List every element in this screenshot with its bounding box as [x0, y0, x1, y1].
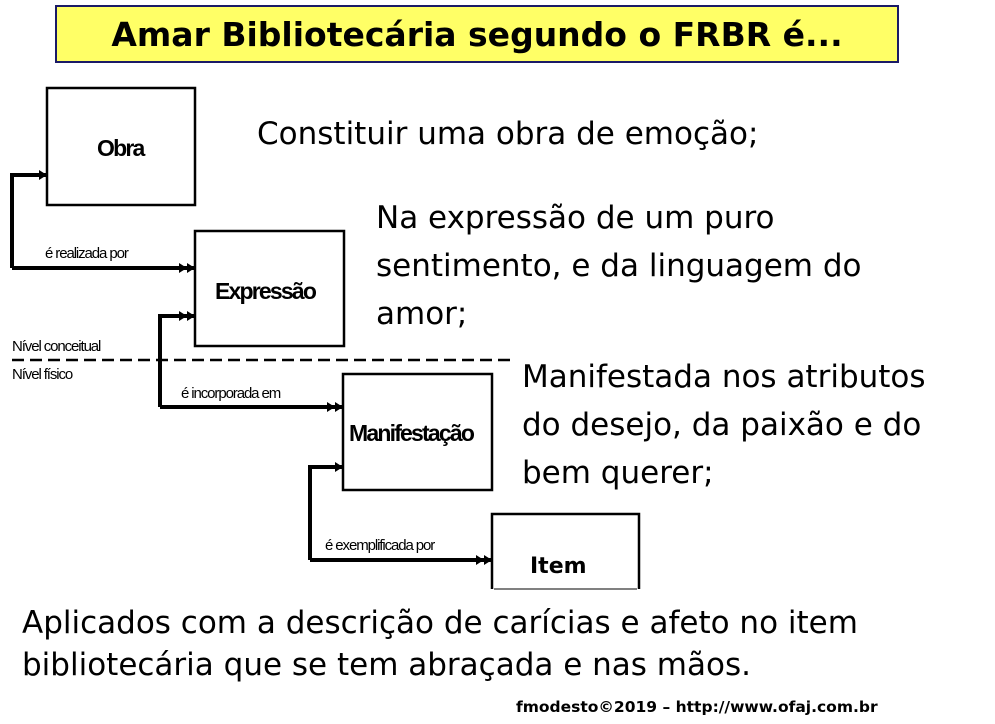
- entity-expressao: Expressão: [215, 278, 317, 304]
- slide-title: Amar Bibliotecária segundo o FRBR é...: [111, 14, 843, 54]
- level-fisico: Nível físico: [12, 366, 73, 383]
- footer-credit: fmodesto©2019 – http://www.ofaj.com.br: [516, 698, 878, 716]
- verse-line: Manifestada nos atributos: [522, 359, 926, 395]
- verse-line: do desejo, da paixão e do: [522, 407, 922, 443]
- relation-incorporada: é incorporada em: [181, 385, 281, 402]
- relation-realizada: é realizada por: [45, 245, 129, 262]
- verse-line: bem querer;: [522, 455, 714, 491]
- level-conceitual: Nível conceitual: [12, 338, 101, 355]
- arrow-to-expressao: [158, 311, 195, 407]
- title-banner: Amar Bibliotecária segundo o FRBR é...: [55, 5, 899, 63]
- box-item: [490, 512, 641, 589]
- verse-item: Aplicados com a descrição de carícias e …: [22, 602, 858, 686]
- verse-manifestacao: Manifestada nos atributos do desejo, da …: [522, 353, 926, 497]
- entity-manifestacao: Manifestação: [349, 420, 475, 446]
- entity-item: Item: [530, 554, 587, 579]
- arrow-to-obra: [10, 170, 47, 268]
- arrow-to-manifestacao: [308, 462, 343, 560]
- verse-line: sentimento, e da linguagem do: [376, 248, 862, 284]
- verse-line: bibliotecária que se tem abraçada e nas …: [22, 647, 751, 683]
- entity-obra: Obra: [97, 135, 145, 161]
- verse-line: Aplicados com a descrição de carícias e …: [22, 605, 858, 641]
- box-expressao: [193, 229, 346, 348]
- verse-line: amor;: [376, 296, 468, 332]
- box-obra: [45, 86, 197, 207]
- verse-obra: Constituir uma obra de emoção;: [257, 110, 758, 158]
- box-manifestacao: [341, 372, 494, 492]
- relation-exemplificada: é exemplificada por: [325, 537, 435, 554]
- verse-line: Constituir uma obra de emoção;: [257, 116, 759, 152]
- verse-line: Na expressão de um puro: [376, 200, 775, 236]
- verse-expressao: Na expressão de um puro sentimento, e da…: [376, 194, 861, 338]
